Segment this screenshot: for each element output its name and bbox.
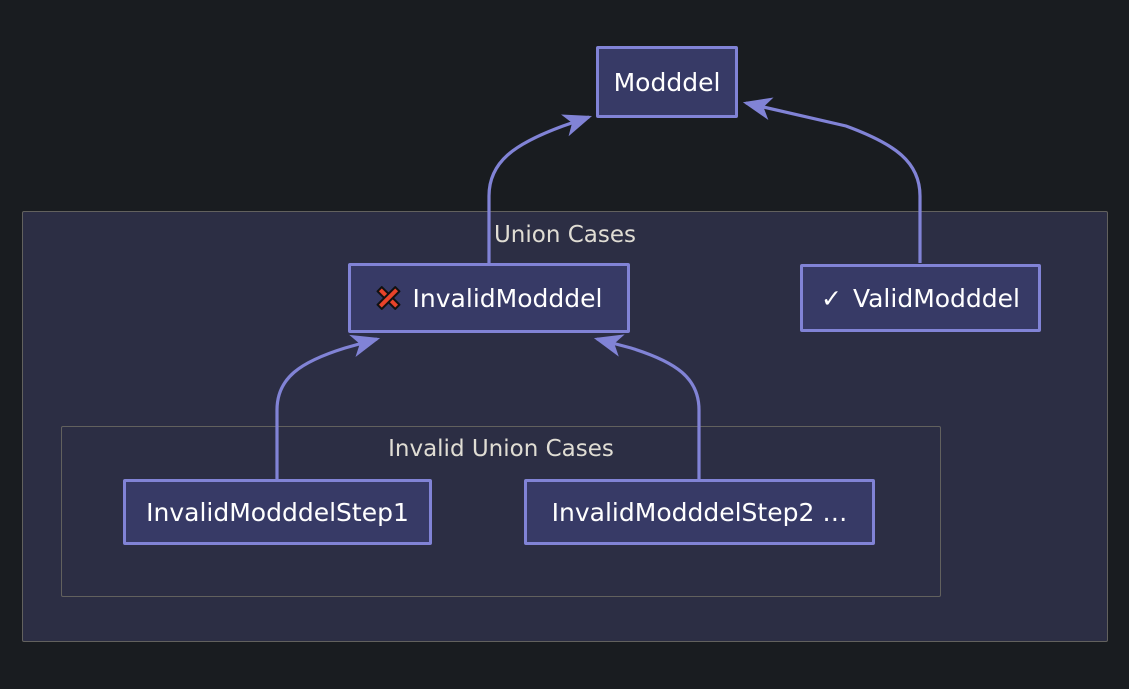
- node-invalid-modddel-step2[interactable]: InvalidModddelStep2 …: [524, 479, 875, 545]
- node-invalid-modddel-label: InvalidModddel: [412, 283, 603, 313]
- node-invalid-modddel-text: InvalidModddel: [376, 283, 603, 313]
- check-mark-icon: ✓: [821, 283, 842, 313]
- cross-mark-icon: [376, 285, 402, 311]
- node-invalid-modddel-step2-text: InvalidModddelStep2 …: [552, 500, 848, 525]
- node-valid-modddel-label: ValidModddel: [852, 283, 1020, 313]
- node-modddel-label: Modddel: [613, 67, 721, 97]
- node-valid-modddel-text: ✓ ValidModddel: [821, 286, 1020, 311]
- cluster-label-union-cases: Union Cases: [493, 222, 637, 248]
- cluster-label-invalid-union-cases: Invalid Union Cases: [388, 436, 614, 462]
- cluster-invalid-union-cases: [61, 426, 941, 597]
- node-invalid-modddel-step1-text: InvalidModddelStep1: [146, 500, 409, 525]
- node-modddel[interactable]: Modddel: [596, 46, 738, 118]
- node-modddel-text: Modddel: [614, 70, 721, 95]
- node-invalid-modddel[interactable]: InvalidModddel: [348, 263, 630, 333]
- node-valid-modddel[interactable]: ✓ ValidModddel: [800, 264, 1041, 332]
- node-invalid-modddel-step1-label: InvalidModddelStep1: [146, 497, 409, 527]
- node-invalid-modddel-step1[interactable]: InvalidModddelStep1: [123, 479, 432, 545]
- node-invalid-modddel-step2-label: InvalidModddelStep2 …: [551, 497, 848, 527]
